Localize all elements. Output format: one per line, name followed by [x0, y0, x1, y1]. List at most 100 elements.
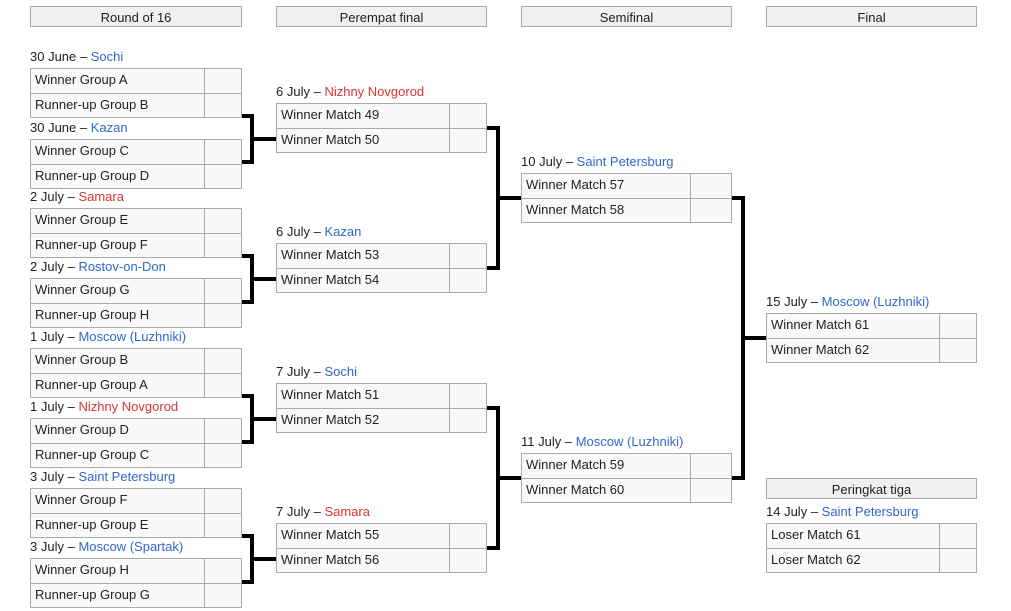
caption-separator: – — [63, 259, 79, 274]
venue-link[interactable]: Nizhny Novgorod — [78, 399, 179, 414]
caption-separator: – — [63, 189, 79, 204]
match-row: Winner Match 53 — [277, 244, 486, 268]
bracket-connector-line — [250, 277, 276, 281]
team-name: Winner Group A — [35, 72, 128, 87]
round-header: Final — [766, 6, 977, 27]
match-row: Runner-up Group F — [31, 233, 241, 257]
score-cell — [690, 199, 731, 222]
match-row: Winner Match 59 — [522, 454, 731, 478]
score-cell — [204, 584, 241, 607]
score-cell — [204, 514, 241, 537]
caption-separator: – — [63, 399, 79, 414]
bracket-connector-line — [242, 440, 254, 444]
match-row: Winner Group C — [31, 140, 241, 164]
match-box: Winner Group A Runner-up Group B — [30, 68, 242, 118]
match-row: Winner Group B — [31, 349, 241, 373]
match-row: Winner Match 62 — [767, 338, 976, 362]
match-date: 30 June — [30, 49, 77, 64]
score-cell — [204, 94, 241, 117]
match-row: Runner-up Group G — [31, 583, 241, 607]
match-caption: 1 July – Moscow (Luzhniki) — [30, 327, 186, 347]
team-name: Loser Match 62 — [771, 552, 861, 567]
score-cell — [449, 129, 486, 152]
match-row: Runner-up Group A — [31, 373, 241, 397]
match-date: 3 July — [30, 539, 64, 554]
venue-link[interactable]: Samara — [78, 189, 124, 204]
bracket-connector-line — [242, 254, 254, 258]
match-row: Winner Match 55 — [277, 524, 486, 548]
match-box: Winner Group G Runner-up Group H — [30, 278, 242, 328]
match-row: Runner-up Group B — [31, 93, 241, 117]
team-name: Runner-up Group C — [35, 447, 150, 462]
venue-link[interactable]: Kazan — [90, 120, 128, 135]
team-name: Loser Match 61 — [771, 527, 861, 542]
match-caption: 1 July – Nizhny Novgorod — [30, 397, 178, 417]
match-row: Winner Match 50 — [277, 128, 486, 152]
match-date: 10 July — [521, 154, 563, 169]
caption-separator: – — [807, 504, 822, 519]
match-date: 2 July — [30, 189, 64, 204]
venue-link[interactable]: Moscow (Luzhniki) — [78, 329, 187, 344]
team-name: Winner Match 57 — [526, 177, 625, 192]
team-name: Winner Match 55 — [281, 527, 380, 542]
venue-link[interactable]: Nizhny Novgorod — [324, 84, 425, 99]
match-row: Winner Group E — [31, 209, 241, 233]
score-cell — [204, 489, 241, 513]
caption-separator: – — [807, 294, 822, 309]
team-name: Winner Group C — [35, 143, 129, 158]
match-box: Winner Match 53 Winner Match 54 — [276, 243, 487, 293]
match-caption: 2 July – Rostov-on-Don — [30, 257, 166, 277]
score-cell — [939, 549, 976, 572]
match-caption: 30 June – Sochi — [30, 47, 123, 67]
match-date: 15 July — [766, 294, 808, 309]
caption-separator: – — [63, 469, 79, 484]
match-date: 2 July — [30, 259, 64, 274]
match-box: Winner Group C Runner-up Group D — [30, 139, 242, 189]
match-row: Runner-up Group D — [31, 164, 241, 188]
caption-separator: – — [63, 539, 79, 554]
score-cell — [449, 269, 486, 292]
bracket-connector-line — [250, 557, 276, 561]
match-row: Winner Match 49 — [277, 104, 486, 128]
bracket-connector-line — [242, 580, 254, 584]
match-caption: 7 July – Samara — [276, 502, 370, 522]
score-cell — [204, 374, 241, 397]
venue-link[interactable]: Kazan — [324, 224, 362, 239]
team-name: Winner Match 54 — [281, 272, 380, 287]
venue-link[interactable]: Samara — [324, 504, 370, 519]
score-cell — [690, 454, 731, 478]
venue-link[interactable]: Sochi — [324, 364, 357, 379]
venue-link[interactable]: Rostov-on-Don — [78, 259, 166, 274]
team-name: Winner Group G — [35, 282, 130, 297]
match-row: Winner Match 60 — [522, 478, 731, 502]
score-cell — [204, 234, 241, 257]
match-row: Runner-up Group H — [31, 303, 241, 327]
bracket-connector-line — [242, 160, 254, 164]
match-date: 7 July — [276, 364, 310, 379]
match-row: Winner Group H — [31, 559, 241, 583]
venue-link[interactable]: Saint Petersburg — [78, 469, 176, 484]
match-row: Winner Group F — [31, 489, 241, 513]
caption-separator: – — [309, 84, 325, 99]
venue-link[interactable]: Moscow (Spartak) — [78, 539, 184, 554]
match-box: Winner Match 49 Winner Match 50 — [276, 103, 487, 153]
venue-link[interactable]: Saint Petersburg — [821, 504, 919, 519]
bracket-connector-line — [487, 126, 500, 130]
bracket-connector-line — [250, 137, 276, 141]
team-name: Winner Match 53 — [281, 247, 380, 262]
caption-separator: – — [309, 364, 325, 379]
score-cell — [204, 419, 241, 443]
bracket-connector-line — [487, 546, 500, 550]
venue-link[interactable]: Saint Petersburg — [576, 154, 674, 169]
match-date: 6 July — [276, 84, 310, 99]
score-cell — [204, 69, 241, 93]
bracket-connector-line — [732, 196, 745, 200]
team-name: Winner Match 50 — [281, 132, 380, 147]
venue-link[interactable]: Sochi — [90, 49, 124, 64]
venue-link[interactable]: Moscow (Luzhniki) — [821, 294, 930, 309]
venue-link[interactable]: Moscow (Luzhniki) — [575, 434, 684, 449]
caption-separator: – — [76, 120, 91, 135]
score-cell — [449, 244, 486, 268]
